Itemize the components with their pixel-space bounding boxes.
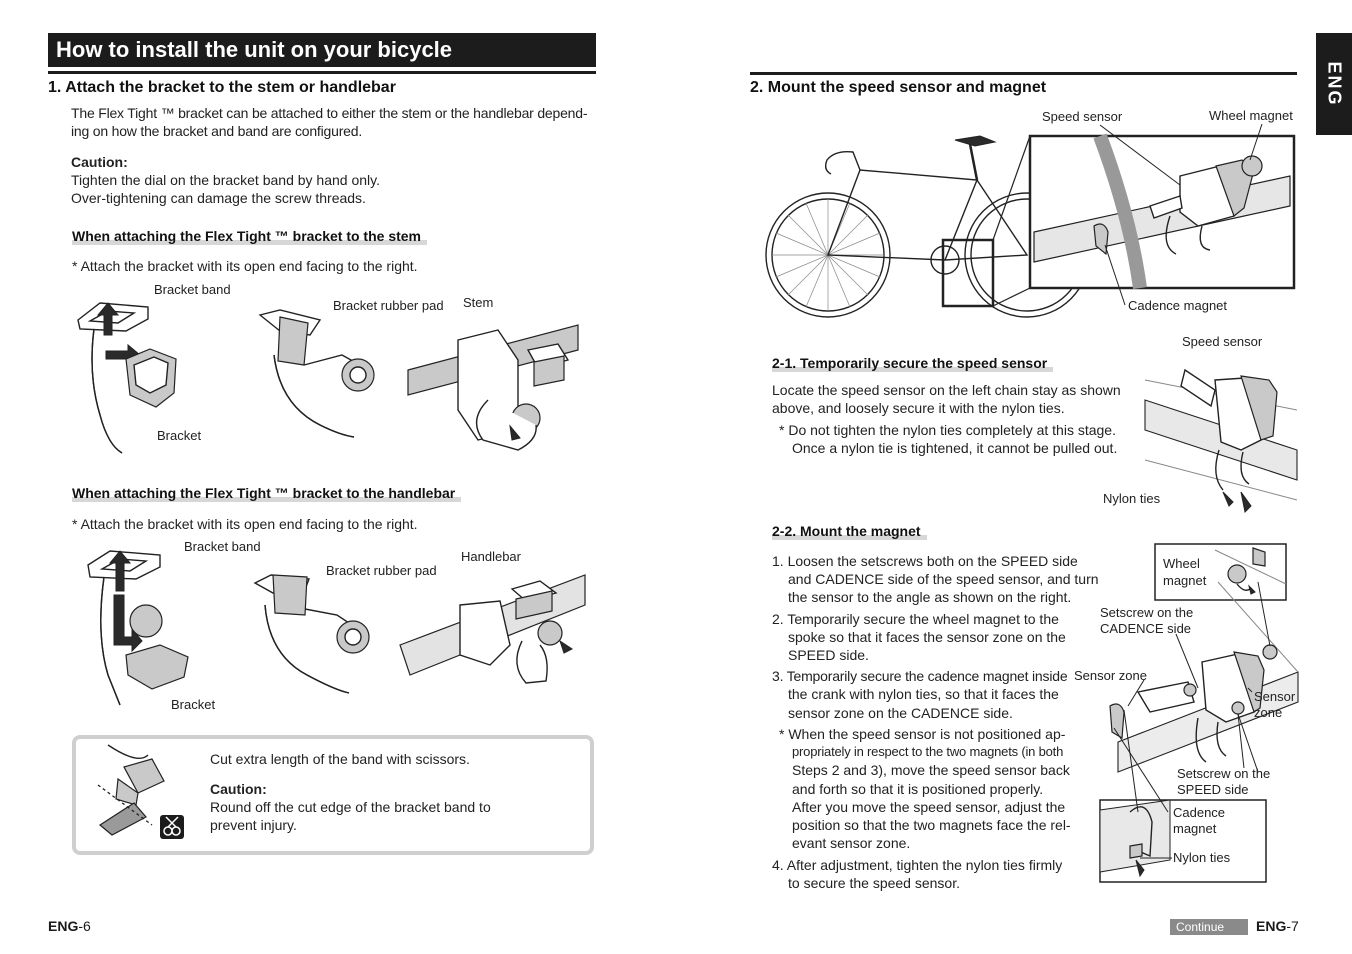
label-nylon-ties-22: Nylon ties [1173, 850, 1231, 865]
label-nylon-ties-21: Nylon ties [1103, 491, 1161, 506]
scissors-illustration [97, 744, 184, 839]
stem-note: * Attach the bracket with its open end f… [72, 258, 418, 274]
magnet-mount-illustration [1099, 543, 1299, 883]
note-box-caution-line2: prevent injury. [210, 817, 297, 833]
note-line7: evant sensor zone. [792, 835, 911, 851]
label-rubber-pad-stem: Bracket rubber pad [333, 298, 444, 313]
language-tab: ENG [1316, 33, 1352, 135]
sub21-note-line1: * Do not tighten the nylon ties complete… [779, 422, 1116, 438]
label-wheel-22: Wheel [1163, 556, 1200, 571]
subsection-2-1-heading: 2-1. Temporarily secure the speed sensor [772, 355, 1054, 372]
label-speed-sensor-21: Speed sensor [1182, 334, 1263, 349]
note-box-line1: Cut extra length of the band with scisso… [210, 751, 470, 767]
bicycle-detail-box [941, 238, 995, 308]
section-1-heading: 1. Attach the bracket to the stem or han… [48, 79, 396, 96]
label-bracket-band-handlebar: Bracket band [184, 539, 261, 554]
sub21-line2: above, and loosely secure it with the ny… [772, 400, 1065, 416]
footer-left-page: -6 [78, 918, 91, 934]
footer-right: ENG-7 [1256, 918, 1299, 934]
label-bracket-handlebar: Bracket [171, 697, 216, 712]
page-title: How to install the unit on your bicycle [48, 33, 596, 67]
speed-sensor-secure-illustration [1144, 368, 1298, 514]
label-cadence-magnet-main: Cadence magnet [1128, 298, 1228, 313]
label-setscrew-speed-1: Setscrew on the [1177, 766, 1271, 781]
label-setscrew-cadence-2: CADENCE side [1100, 621, 1192, 636]
label-speed-sensor-main: Speed sensor [1042, 109, 1123, 124]
scissors-icon [160, 815, 184, 839]
footer-right-prefix: ENG [1256, 918, 1287, 934]
label-setscrew-speed-2: SPEED side [1177, 782, 1249, 797]
right-top-rule [750, 72, 1297, 75]
caution-line1: Tighten the dial on the bracket band by … [71, 172, 380, 188]
label-cadence-22-1: Cadence [1173, 805, 1226, 820]
label-setscrew-cadence-1: Setscrew on the [1100, 605, 1194, 620]
section-2-heading: 2. Mount the speed sensor and magnet [750, 79, 1047, 96]
stem-illustration [77, 302, 579, 454]
stem-figure [407, 324, 579, 451]
step2-line2: spoke so that it faces the sensor zone o… [788, 629, 1066, 645]
handlebar-heading: When attaching the Flex Tight ™ bracket … [72, 485, 462, 502]
step2-line1: 2. Temporarily secure the wheel magnet t… [772, 611, 1059, 627]
label-rubber-pad-handlebar: Bracket rubber pad [326, 563, 437, 578]
handlebar-note: * Attach the bracket with its open end f… [72, 516, 418, 532]
label-sensor-zone-right-1: Sensor [1254, 689, 1296, 704]
note-line5: After you move the speed sensor, adjust … [792, 799, 1066, 815]
label-wheel-magnet-main: Wheel magnet [1209, 108, 1293, 123]
continue-badge: Continue [1170, 919, 1248, 935]
footer-left: ENG-6 [48, 918, 91, 934]
step3-line1: 3. Temporarily secure the cadence magnet… [772, 668, 1068, 684]
bicycle-illustration [765, 133, 1296, 318]
bracket-band-figure-2 [87, 550, 189, 706]
handlebar-illustration [87, 550, 586, 706]
rubber-pad-figure [258, 309, 375, 438]
step4-line2: to secure the speed sensor. [788, 875, 960, 891]
section-1-intro-line1: The Flex Tight ™ bracket can be attached… [71, 105, 588, 121]
stem-heading: When attaching the Flex Tight ™ bracket … [72, 228, 428, 245]
label-sensor-zone-right-2: zone [1254, 705, 1283, 720]
note-box-caution-label: Caution: [210, 781, 267, 797]
bicycle [765, 135, 1090, 318]
label-handlebar: Handlebar [461, 549, 521, 564]
label-stem: Stem [463, 295, 494, 310]
footer-right-page: -7 [1286, 918, 1299, 934]
note-line2: propriately in respect to the two magnet… [792, 744, 1064, 759]
step3-line3: sensor zone on the CADENCE side. [788, 705, 1013, 721]
note-line6: position so that the two magnets face th… [792, 817, 1071, 833]
note-line3: Steps 2 and 3), move the speed sensor ba… [792, 762, 1070, 778]
sub21-line1: Locate the speed sensor on the left chai… [772, 382, 1121, 398]
note-line4: and forth so that it is positioned prope… [792, 781, 1044, 797]
label-bracket-stem: Bracket [157, 428, 202, 443]
handlebar-figure [399, 574, 586, 684]
step1-line3: the sensor to the angle as shown on the … [788, 589, 1072, 605]
note-box-caution-line1: Round off the cut edge of the bracket ba… [210, 799, 491, 815]
note-line1: * When the speed sensor is not positione… [779, 726, 1066, 742]
step1-line2: and CADENCE side of the speed sensor, an… [788, 571, 1099, 587]
step3-line2: the crank with nylon ties, so that it fa… [788, 686, 1059, 702]
caution-line2: Over-tightening can damage the screw thr… [71, 190, 366, 206]
label-sensor-zone-left: Sensor zone [1074, 668, 1147, 683]
label-cadence-22-2: magnet [1173, 821, 1217, 836]
step2-line3: SPEED side. [788, 647, 869, 663]
rubber-pad-figure-2 [253, 574, 370, 694]
section-1-intro-line2: ing on how the bracket and band are conf… [71, 123, 363, 139]
footer-left-prefix: ENG [48, 918, 79, 934]
caution-label: Caution: [71, 154, 128, 170]
step1-line1: 1. Loosen the setscrews both on the SPEE… [772, 553, 1078, 569]
step4-line1: 4. After adjustment, tighten the nylon t… [772, 857, 1063, 873]
bracket-band-figure [77, 302, 177, 454]
sub21-note-line2: Once a nylon tie is tightened, it cannot… [792, 440, 1118, 456]
label-bracket-band-stem: Bracket band [154, 282, 231, 297]
title-rule [48, 71, 596, 74]
scissors-note-box [72, 735, 594, 855]
subsection-2-2-heading: 2-2. Mount the magnet [772, 523, 927, 540]
label-magnet-22: magnet [1163, 573, 1207, 588]
